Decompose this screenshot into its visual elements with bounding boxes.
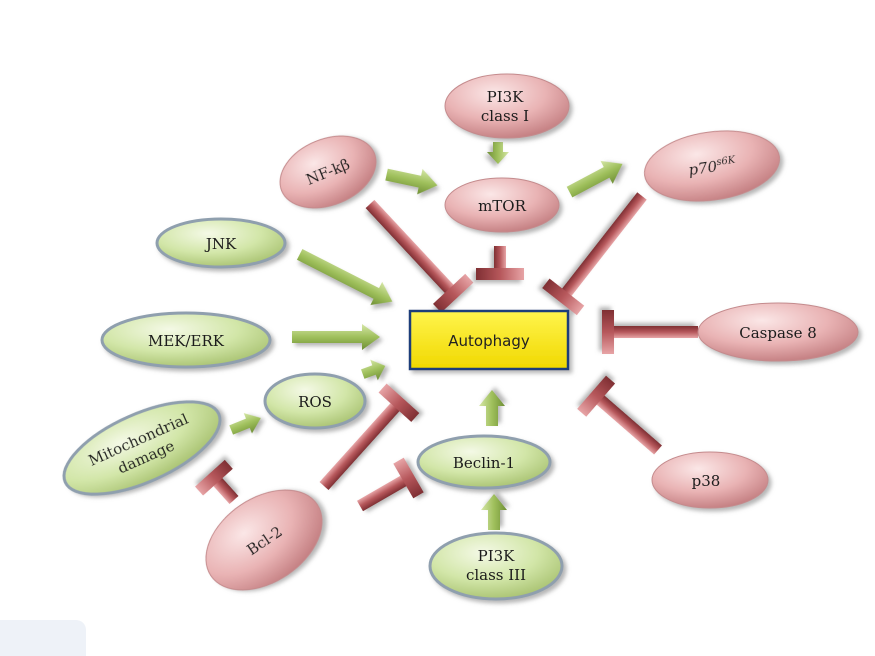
inhibit-p38-autophagy: [577, 375, 662, 455]
node-ros: ROS: [263, 372, 367, 430]
inhibit-bcl2-autophagy: [319, 383, 420, 491]
node-p70s6k: p70s6K: [643, 130, 781, 202]
inhibit-bcl2-mito: [195, 459, 239, 505]
node-p70s6k-label: p70s6K: [687, 155, 737, 180]
node-pi3k-class-iii: PI3K class III: [428, 531, 564, 601]
node-beclin-1-label: Beclin-1: [453, 454, 515, 472]
node-p38: p38: [651, 451, 769, 509]
node-mtor: mTOR: [444, 177, 560, 233]
node-pi3k-class-iii-line2: class III: [466, 566, 526, 584]
node-p38-label: p38: [692, 472, 721, 490]
node-mtor-label: mTOR: [478, 197, 527, 215]
node-mek-erk: MEK/ERK: [100, 311, 272, 369]
node-pi3k-class-i-line2: class I: [481, 107, 529, 125]
node-mek-erk-label: MEK/ERK: [148, 332, 225, 350]
node-jnk: JNK: [155, 217, 287, 269]
node-autophagy-label: Autophagy: [448, 332, 530, 350]
corner-strip: [0, 620, 86, 656]
node-pi3k-class-i: PI3K class I: [444, 73, 570, 139]
node-jnk-label: JNK: [204, 235, 237, 253]
node-autophagy: Autophagy: [408, 309, 570, 371]
inhibit-mtor-autophagy: [476, 246, 524, 280]
arrow-beclin-to-autophagy: [479, 390, 505, 426]
arrow-pi3k3-to-beclin: [481, 494, 507, 530]
node-ros-label: ROS: [298, 393, 332, 411]
inhibit-bcl2-beclin: [357, 457, 424, 512]
arrow-mito-to-ros: [229, 413, 261, 435]
node-bcl-2: Bcl-2: [205, 489, 323, 591]
node-caspase-8: Caspase 8: [697, 302, 859, 362]
node-mitochondrial-damage: Mitochondrial damage: [62, 400, 222, 496]
inhibit-caspase8-autophagy: [602, 310, 698, 354]
node-nfkb: NF-kβ: [279, 135, 377, 209]
node-pi3k-class-i-line1: PI3K: [487, 88, 525, 106]
inhibit-nfkb-autophagy: [365, 199, 474, 313]
arrow-ros-to-autophagy: [361, 359, 386, 381]
node-beclin-1: Beclin-1: [416, 434, 552, 490]
arrow-mtor-to-p70s6k: [566, 160, 623, 198]
arrow-nfkb-to-mtor: [385, 168, 438, 195]
arrow-pi3k-to-mtor: [487, 142, 509, 164]
node-pi3k-class-iii-line1: PI3K: [478, 547, 516, 565]
node-caspase-8-label: Caspase 8: [739, 324, 817, 342]
arrow-jnk-to-autophagy: [296, 249, 393, 306]
inhibit-p70s6k-autophagy: [542, 192, 647, 316]
arrow-mekerk-to-autophagy: [292, 324, 380, 350]
